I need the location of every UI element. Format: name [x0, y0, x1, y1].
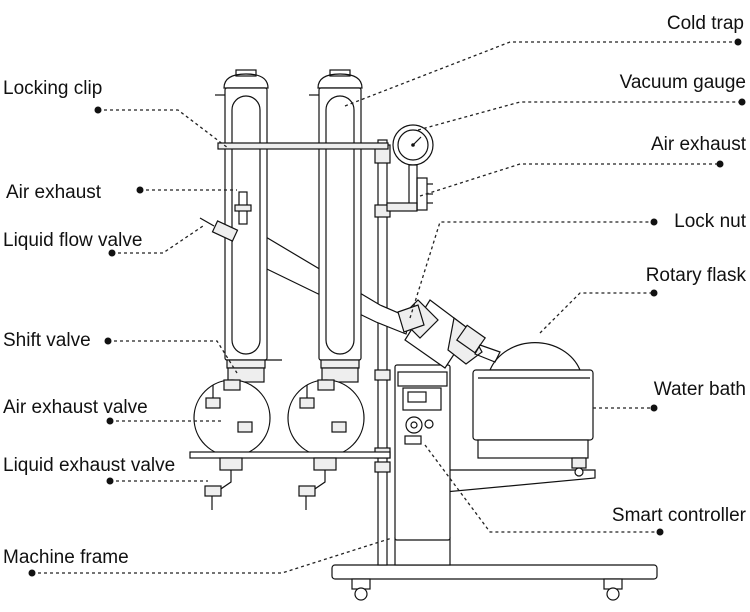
liquid-exhaust-valves: [204, 457, 337, 510]
leader-shift-valve: [108, 340, 238, 374]
leader-cold-trap: [344, 41, 738, 107]
label-smart-controller: Smart controller: [612, 505, 747, 526]
label-lock-nut: Lock nut: [674, 211, 747, 232]
leader-liquid-flow-valve: [112, 225, 204, 254]
flask-support-bar: [189, 451, 391, 459]
leader-dot-vacuum-gauge: [738, 98, 746, 106]
leader-dot-rotary-flask: [650, 289, 658, 297]
rotary-evaporator-equipment: [189, 69, 658, 601]
label-liquid-flow-valve: Liquid flow valve: [3, 230, 142, 251]
leader-lines: [28, 38, 746, 577]
shift-valves: [227, 359, 359, 383]
leader-dot-air-exhaust-left: [136, 186, 144, 194]
label-shift-valve: Shift valve: [3, 330, 91, 351]
leader-dot-liquid-exhaust-valve: [106, 477, 114, 485]
leader-dot-machine-frame: [28, 569, 36, 577]
label-locking-clip: Locking clip: [3, 78, 102, 99]
liquid-flow-valve: [199, 217, 239, 242]
smart-controller-unit: [394, 364, 451, 541]
leader-dot-shift-valve: [104, 337, 112, 345]
leader-dot-lock-nut: [650, 218, 658, 226]
leader-locking-clip: [98, 109, 229, 149]
water-bath: [472, 369, 594, 477]
air-exhaust-valves: [205, 385, 347, 433]
rotary-flask: [474, 342, 581, 371]
air-exhaust-nozzle-left: [234, 191, 252, 225]
label-air-exhaust-left: Air exhaust: [6, 182, 102, 203]
label-water-bath: Water bath: [654, 379, 746, 400]
label-liquid-exhaust-valve: Liquid exhaust valve: [3, 455, 175, 476]
label-rotary-flask: Rotary flask: [646, 265, 747, 286]
locking-clip-bar: [217, 142, 389, 150]
callout-labels: Cold trap Vacuum gauge Air exhaust Lock …: [3, 13, 747, 568]
leader-smart-controller: [424, 444, 660, 533]
cold-trap-column: [309, 69, 363, 369]
vacuum-gauge: [392, 124, 434, 211]
leader-air-exhaust-right: [419, 163, 720, 197]
leader-dot-air-exhaust-right: [716, 160, 724, 168]
leader-dot-liquid-flow-valve: [108, 249, 116, 257]
left-condenser-column: [215, 69, 269, 369]
receiving-flasks: [193, 379, 365, 457]
leader-dot-water-bath: [650, 404, 658, 412]
leader-dot-air-exhaust-valve: [106, 417, 114, 425]
label-machine-frame: Machine frame: [3, 547, 129, 568]
label-air-exhaust-valve: Air exhaust valve: [3, 397, 148, 418]
label-cold-trap: Cold trap: [667, 13, 744, 34]
label-vacuum-gauge: Vacuum gauge: [620, 72, 746, 93]
leader-lock-nut: [409, 221, 654, 319]
leader-dot-cold-trap: [734, 38, 742, 46]
leader-rotary-flask: [539, 292, 654, 334]
leader-dot-smart-controller: [656, 528, 664, 536]
leader-machine-frame: [32, 537, 393, 574]
label-air-exhaust-right: Air exhaust: [651, 134, 747, 155]
leader-vacuum-gauge: [417, 101, 742, 131]
leader-dot-locking-clip: [94, 106, 102, 114]
